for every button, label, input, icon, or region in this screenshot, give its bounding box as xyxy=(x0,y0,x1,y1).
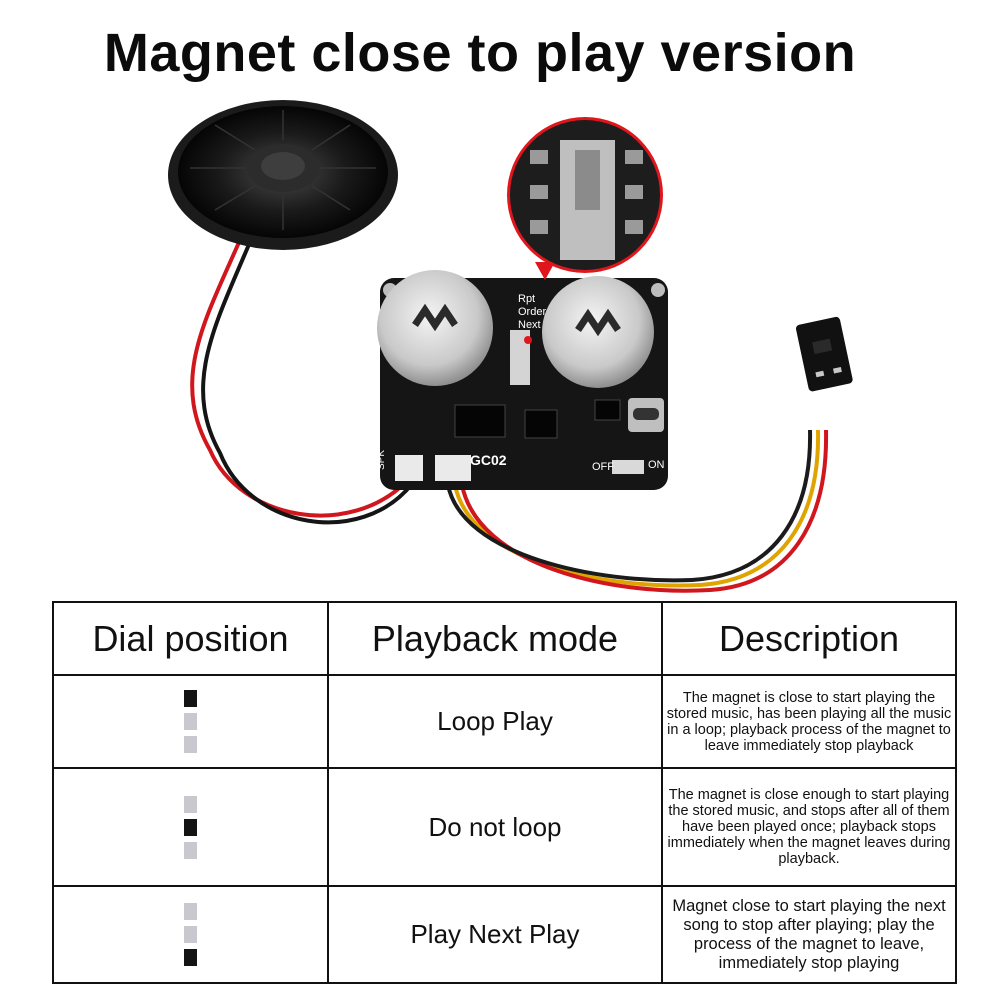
playback-mode-cell: Do not loop xyxy=(327,767,663,887)
pcb-board: Rpt Order Next GC02 SPK OFF ON xyxy=(376,270,668,490)
dial-slot xyxy=(184,736,197,753)
dial-slot xyxy=(184,690,197,707)
spk-label: SPK xyxy=(376,450,387,470)
header-playback-mode: Playback mode xyxy=(327,601,663,676)
dial-position-cell xyxy=(52,885,329,984)
switch-label-order: Order xyxy=(518,306,546,318)
table-header-row: Dial position Playback mode Description xyxy=(52,601,957,676)
table-row: Do not loop The magnet is close enough t… xyxy=(52,767,957,887)
board-name: GC02 xyxy=(470,452,507,468)
header-description: Description xyxy=(661,601,957,676)
dial-slot xyxy=(184,926,197,943)
playback-mode-cell: Play Next Play xyxy=(327,885,663,984)
playback-mode-cell: Loop Play xyxy=(327,674,663,769)
dial-position-cell xyxy=(52,674,329,769)
switch-zoom-callout xyxy=(507,117,663,280)
dial-slot xyxy=(184,795,197,813)
magnet-sensor-module xyxy=(795,316,853,392)
speaker-connector xyxy=(395,455,423,481)
dial-indicator xyxy=(184,795,197,859)
dial-slot xyxy=(184,949,197,966)
power-switch xyxy=(612,460,644,474)
switch-label-next: Next xyxy=(518,319,541,331)
description-cell: The magnet is close to start playing the… xyxy=(661,674,957,769)
dial-indicator xyxy=(184,690,197,753)
speaker-wires xyxy=(190,239,414,525)
dial-indicator xyxy=(184,903,197,966)
description-cell: Magnet close to start playing the next s… xyxy=(661,885,957,984)
speaker xyxy=(168,100,398,250)
mode-dial-switch xyxy=(510,330,530,385)
dial-slot xyxy=(184,713,197,730)
sensor-connector xyxy=(435,455,471,481)
dial-slot xyxy=(184,903,197,920)
product-photo: Rpt Order Next GC02 SPK OFF ON xyxy=(168,100,853,593)
switch-label-rpt: Rpt xyxy=(518,293,535,305)
sensor-wires xyxy=(446,429,829,593)
power-label-on: ON xyxy=(648,459,665,471)
table-row: Play Next Play Magnet close to start pla… xyxy=(52,885,957,984)
dial-slot xyxy=(184,841,197,859)
power-label-off: OFF xyxy=(592,461,614,473)
page-title: Magnet close to play version xyxy=(103,23,857,83)
header-dial-position: Dial position xyxy=(52,601,329,676)
dial-slot xyxy=(184,818,197,836)
playback-mode-table: Dial position Playback mode Description … xyxy=(52,601,957,984)
table-row: Loop Play The magnet is close to start p… xyxy=(52,674,957,769)
dial-position-cell xyxy=(52,767,329,887)
description-cell: The magnet is close enough to start play… xyxy=(661,767,957,887)
